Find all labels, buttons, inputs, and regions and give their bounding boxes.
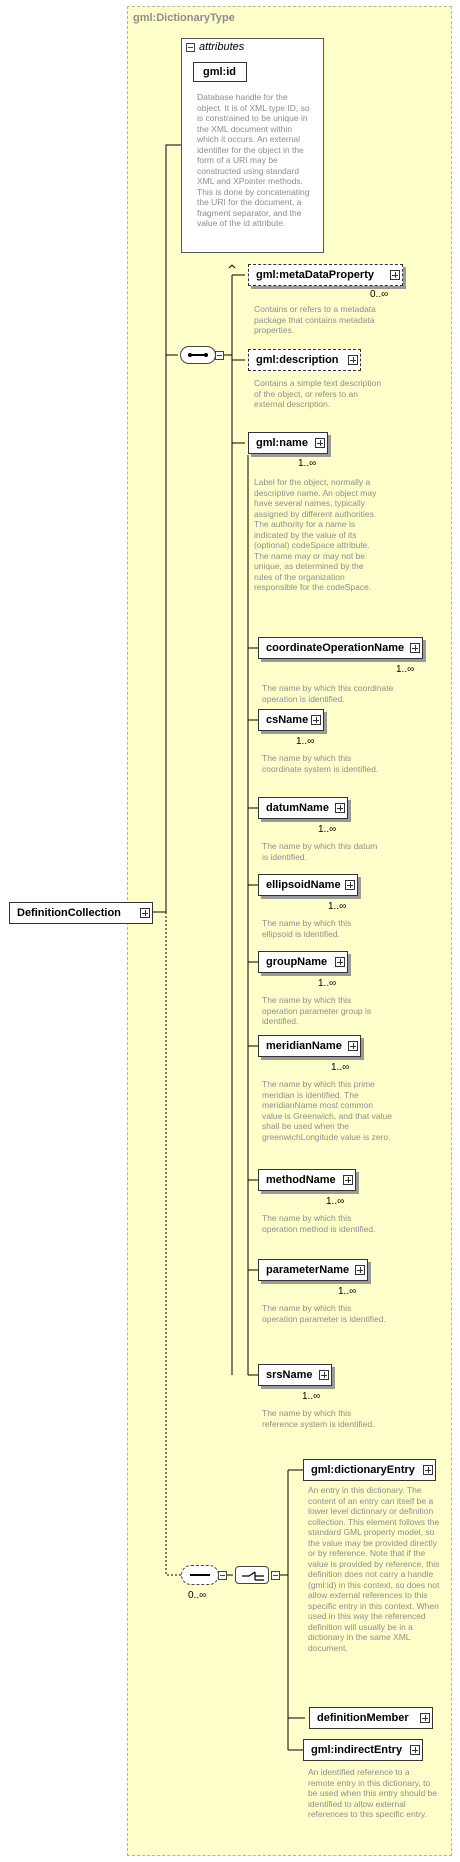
expand-icon[interactable] xyxy=(420,1713,430,1723)
expand-icon[interactable] xyxy=(355,1265,365,1275)
indirect-entry-desc: An identified reference to a remote entr… xyxy=(308,1767,438,1819)
multiplicity: 1..∞ xyxy=(328,901,347,912)
element-label: ellipsoidName xyxy=(266,879,341,891)
expand-icon[interactable] xyxy=(390,270,400,280)
element-desc: The name by which this coordinate operat… xyxy=(262,683,394,704)
element-name[interactable]: gml:name xyxy=(248,432,328,454)
element-label: coordinateOperationName xyxy=(266,642,405,654)
expand-icon[interactable] xyxy=(335,957,345,967)
element-label: meridianName xyxy=(266,1040,342,1052)
element-label: datumName xyxy=(266,802,329,814)
expand-icon[interactable] xyxy=(423,1465,433,1475)
metadata-property-desc: Contains or refers to a metadata package… xyxy=(254,304,376,335)
element-desc: The name by which this operation method … xyxy=(262,1213,376,1234)
element-label: parameterName xyxy=(266,1264,350,1276)
type-label: gml:DictionaryType xyxy=(133,12,235,24)
description-desc: Contains a simple text description of th… xyxy=(254,378,382,409)
element-label: gml:indirectEntry xyxy=(311,1744,403,1756)
multiplicity: 1..∞ xyxy=(331,1062,350,1073)
element-desc: The name by which this datum is identifi… xyxy=(262,841,378,862)
element-meridian-name[interactable]: meridianName xyxy=(258,1035,361,1057)
element-label: methodName xyxy=(266,1174,336,1186)
expand-icon[interactable] xyxy=(315,438,325,448)
element-ellipsoid-name[interactable]: ellipsoidName xyxy=(258,874,358,896)
element-desc: The name by which this ellipsoid is iden… xyxy=(262,918,352,939)
multiplicity: 1..∞ xyxy=(396,664,415,675)
dictionary-type-container xyxy=(127,6,452,1856)
name-desc: Label for the object, normally a descrip… xyxy=(254,477,377,592)
expand-icon[interactable] xyxy=(319,1370,329,1380)
choice-sequence-multiplicity: 0..∞ xyxy=(188,1590,207,1601)
element-method-name[interactable]: methodName xyxy=(258,1169,356,1191)
sequence-collapse-icon[interactable] xyxy=(215,351,224,360)
expand-icon[interactable] xyxy=(140,908,150,918)
dictionary-entry-desc: An entry in this dictionary. The content… xyxy=(308,1485,440,1653)
element-parameter-name[interactable]: parameterName xyxy=(258,1259,368,1281)
expand-icon[interactable] xyxy=(343,1175,353,1185)
expand-icon[interactable] xyxy=(348,1041,358,1051)
multiplicity: 1..∞ xyxy=(296,736,315,747)
choice-collapse-icon[interactable] xyxy=(271,1571,280,1580)
main-sequence-compositor[interactable] xyxy=(180,346,216,364)
element-metadata-property-label: gml:metaDataProperty xyxy=(256,269,374,281)
element-desc: The name by which this operation paramet… xyxy=(262,1303,386,1324)
choice-compositor[interactable] xyxy=(235,1566,269,1584)
attribute-gml-id-label: gml:id xyxy=(203,66,236,78)
element-definition-member[interactable]: definitionMember xyxy=(309,1707,433,1729)
expand-icon[interactable] xyxy=(311,715,321,725)
expand-icon[interactable] xyxy=(410,643,420,653)
name-multiplicity: 1..∞ xyxy=(298,458,317,469)
expand-icon[interactable] xyxy=(410,1745,420,1755)
multiplicity: 1..∞ xyxy=(318,978,337,989)
sequence-icon xyxy=(188,353,208,357)
element-desc: The name by which this coordinate system… xyxy=(262,753,379,774)
multiplicity: 1..∞ xyxy=(302,1391,321,1402)
element-coordinate-operation-name[interactable]: coordinateOperationName xyxy=(258,637,423,659)
multiplicity: 1..∞ xyxy=(318,824,337,835)
attribute-gml-id-desc: Database handle for the object. It is of… xyxy=(197,92,310,228)
element-label: definitionMember xyxy=(317,1712,409,1724)
choice-sequence-compositor[interactable] xyxy=(181,1565,219,1585)
element-label: groupName xyxy=(266,956,328,968)
element-metadata-property[interactable]: gml:metaDataProperty xyxy=(248,264,403,286)
element-desc: The name by which this prime meridian is… xyxy=(262,1079,392,1142)
attributes-header: attributes xyxy=(199,41,245,53)
expand-icon[interactable] xyxy=(348,355,358,365)
element-indirect-entry[interactable]: gml:indirectEntry xyxy=(303,1739,423,1761)
element-description-label: gml:description xyxy=(256,354,339,366)
sequence-icon xyxy=(190,1574,210,1576)
element-description[interactable]: gml:description xyxy=(248,349,361,371)
expand-icon[interactable] xyxy=(345,880,355,890)
multiplicity: 1..∞ xyxy=(338,1286,357,1297)
attribute-gml-id[interactable]: gml:id xyxy=(193,62,247,82)
root-element-label: DefinitionCollection xyxy=(17,907,121,919)
element-name-label: gml:name xyxy=(256,437,308,449)
element-label: csName xyxy=(266,714,309,726)
element-desc: The name by which this reference system … xyxy=(262,1408,375,1429)
choice-icon xyxy=(242,1571,264,1581)
root-element-definition-collection[interactable]: DefinitionCollection xyxy=(9,902,153,924)
element-desc: The name by which this operation paramet… xyxy=(262,995,372,1026)
sequence-collapse-icon[interactable] xyxy=(218,1571,227,1580)
attributes-collapse-icon[interactable] xyxy=(186,43,195,52)
metadata-property-multiplicity: 0..∞ xyxy=(370,289,389,300)
element-datum-name[interactable]: datumName xyxy=(258,797,348,819)
element-cs-name[interactable]: csName xyxy=(258,709,324,731)
element-dictionary-entry[interactable]: gml:dictionaryEntry xyxy=(303,1459,436,1481)
element-label: srsName xyxy=(266,1369,313,1381)
multiplicity: 1..∞ xyxy=(326,1196,345,1207)
element-group-name[interactable]: groupName xyxy=(258,951,348,973)
element-label: gml:dictionaryEntry xyxy=(311,1464,415,1476)
expand-icon[interactable] xyxy=(335,803,345,813)
element-srs-name[interactable]: srsName xyxy=(258,1364,332,1386)
